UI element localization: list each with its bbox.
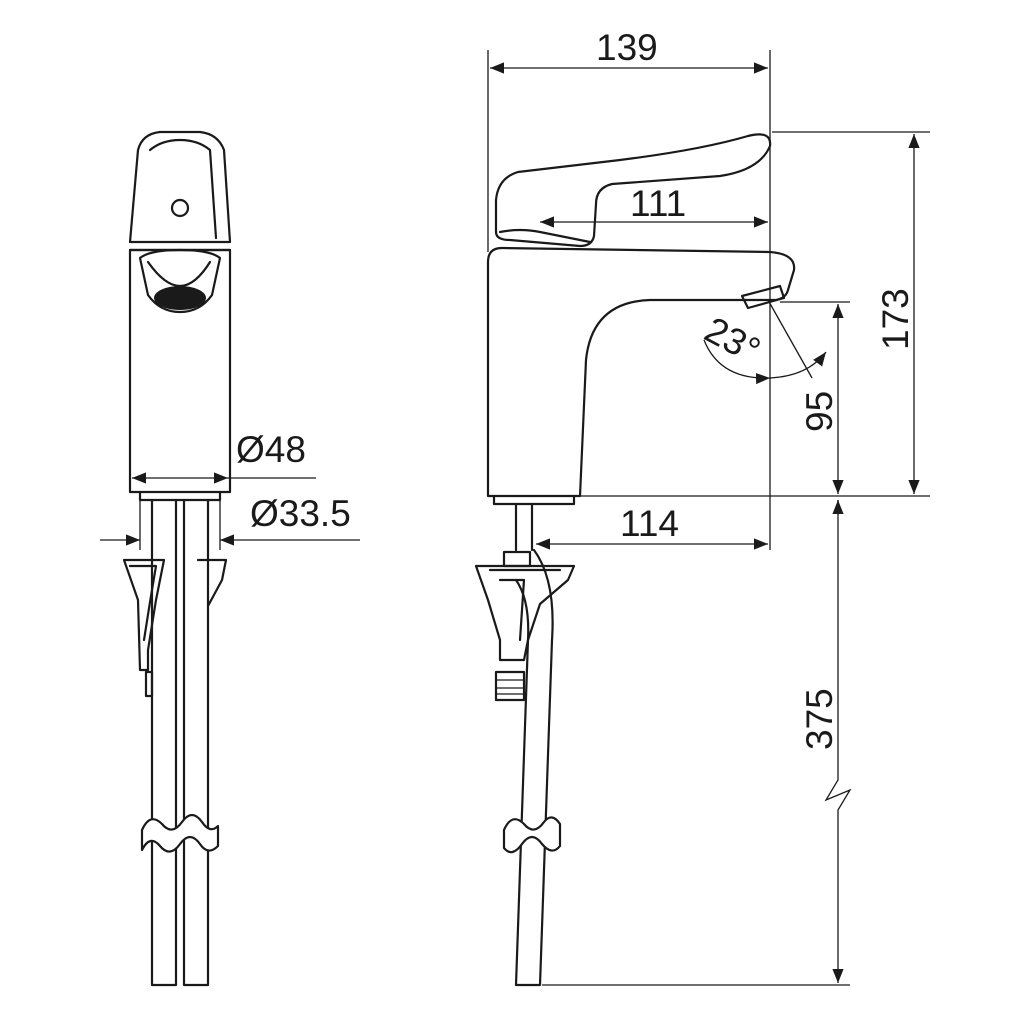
dim-hose-length: 375 xyxy=(799,688,840,750)
dim-lever-length: 111 xyxy=(630,183,686,224)
dim-overall-height: 173 xyxy=(875,288,916,350)
dim-diameter-body: Ø48 xyxy=(236,429,306,470)
dim-overall-length: 139 xyxy=(596,27,658,68)
side-view xyxy=(474,133,796,987)
dim-diameter-base: Ø33.5 xyxy=(250,493,351,534)
dim-spout-angle: 23° xyxy=(698,309,767,371)
front-view-dimensions: Ø48 Ø33.5 xyxy=(100,429,360,550)
dim-spout-height: 95 xyxy=(799,391,840,432)
dim-spout-reach: 114 xyxy=(620,503,679,544)
front-view xyxy=(122,130,232,987)
